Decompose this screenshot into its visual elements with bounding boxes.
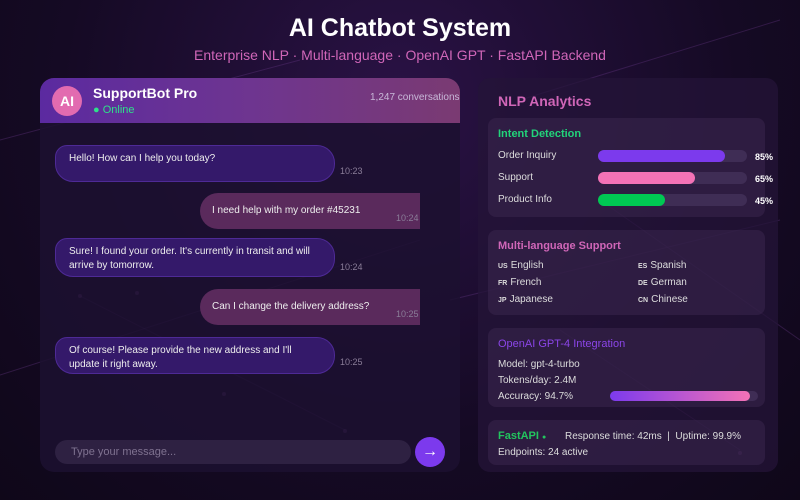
intent-label: Support xyxy=(498,172,534,183)
card-title: Multi-language Support xyxy=(498,240,621,252)
endpoints-label: Endpoints: 24 active xyxy=(498,447,589,458)
message-time: 10:24 xyxy=(340,262,363,272)
card-title: OpenAI GPT-4 Integration xyxy=(498,338,626,350)
intent-bar xyxy=(598,150,747,162)
analytics-title: NLP Analytics xyxy=(498,93,592,109)
online-dot-icon: ● xyxy=(93,104,103,116)
intent-percent: 45% xyxy=(755,196,774,206)
intent-bar xyxy=(598,194,747,206)
page-subtitle: Enterprise NLP · Multi-language · OpenAI… xyxy=(194,47,606,63)
status-badge: ● Online xyxy=(93,104,135,116)
analytics-panel: NLP Analytics Intent Detection Order Inq… xyxy=(478,78,778,472)
avatar: AI xyxy=(52,86,82,116)
tokens-label: Tokens/day: 2.4M xyxy=(498,375,577,386)
user-message: I need help with my order #45231 xyxy=(200,193,420,229)
accuracy-bar xyxy=(610,391,758,401)
intent-detection-card: Intent Detection Order Inquiry 85% Suppor… xyxy=(488,118,773,217)
chat-window: AI SupportBot Pro ● Online 1,247 convers… xyxy=(40,78,460,472)
bot-name: SupportBot Pro xyxy=(93,85,198,101)
status-dot-icon: ● xyxy=(542,434,547,441)
message-time: 10:24 xyxy=(396,213,419,223)
bot-message: Of course! Please provide the new addres… xyxy=(55,337,335,374)
intent-percent: 85% xyxy=(755,152,774,162)
intent-bar xyxy=(598,172,747,184)
intent-label: Order Inquiry xyxy=(498,150,557,161)
model-label: Model: gpt-4-turbo xyxy=(498,359,580,370)
intent-bar-fill xyxy=(598,150,725,162)
send-button[interactable]: → xyxy=(415,437,445,467)
fastapi-stats: Response time: 42ms | Uptime: 99.9% xyxy=(565,431,742,442)
accuracy-label: Accuracy: 94.7% xyxy=(498,391,574,402)
user-message: Can I change the delivery address? xyxy=(200,289,420,325)
bot-message: Hello! How can I help you today? xyxy=(55,145,335,182)
accuracy-bar-fill xyxy=(610,391,751,401)
chat-header: AI SupportBot Pro ● Online 1,247 convers… xyxy=(40,78,460,123)
card-title: FastAPI ● xyxy=(498,430,547,442)
intent-bar-fill xyxy=(598,172,695,184)
intent-bar-fill xyxy=(598,194,666,206)
openai-card: OpenAI GPT-4 Integration Model: gpt-4-tu… xyxy=(488,328,765,407)
message-time: 10:25 xyxy=(396,309,419,319)
bot-message: Sure! I found your order. It's currently… xyxy=(55,238,335,277)
message-input[interactable] xyxy=(55,440,411,464)
fastapi-card: FastAPI ● Response time: 42ms | Uptime: … xyxy=(488,420,765,465)
arrow-right-icon: → xyxy=(422,443,438,460)
intent-label: Product Info xyxy=(498,194,552,205)
card-title: Intent Detection xyxy=(498,128,582,140)
page-title: AI Chatbot System xyxy=(288,14,512,42)
conversation-count: 1,247 conversations today xyxy=(370,92,460,103)
message-time: 10:25 xyxy=(340,357,363,367)
intent-percent: 65% xyxy=(755,174,774,184)
message-time: 10:23 xyxy=(340,166,363,176)
